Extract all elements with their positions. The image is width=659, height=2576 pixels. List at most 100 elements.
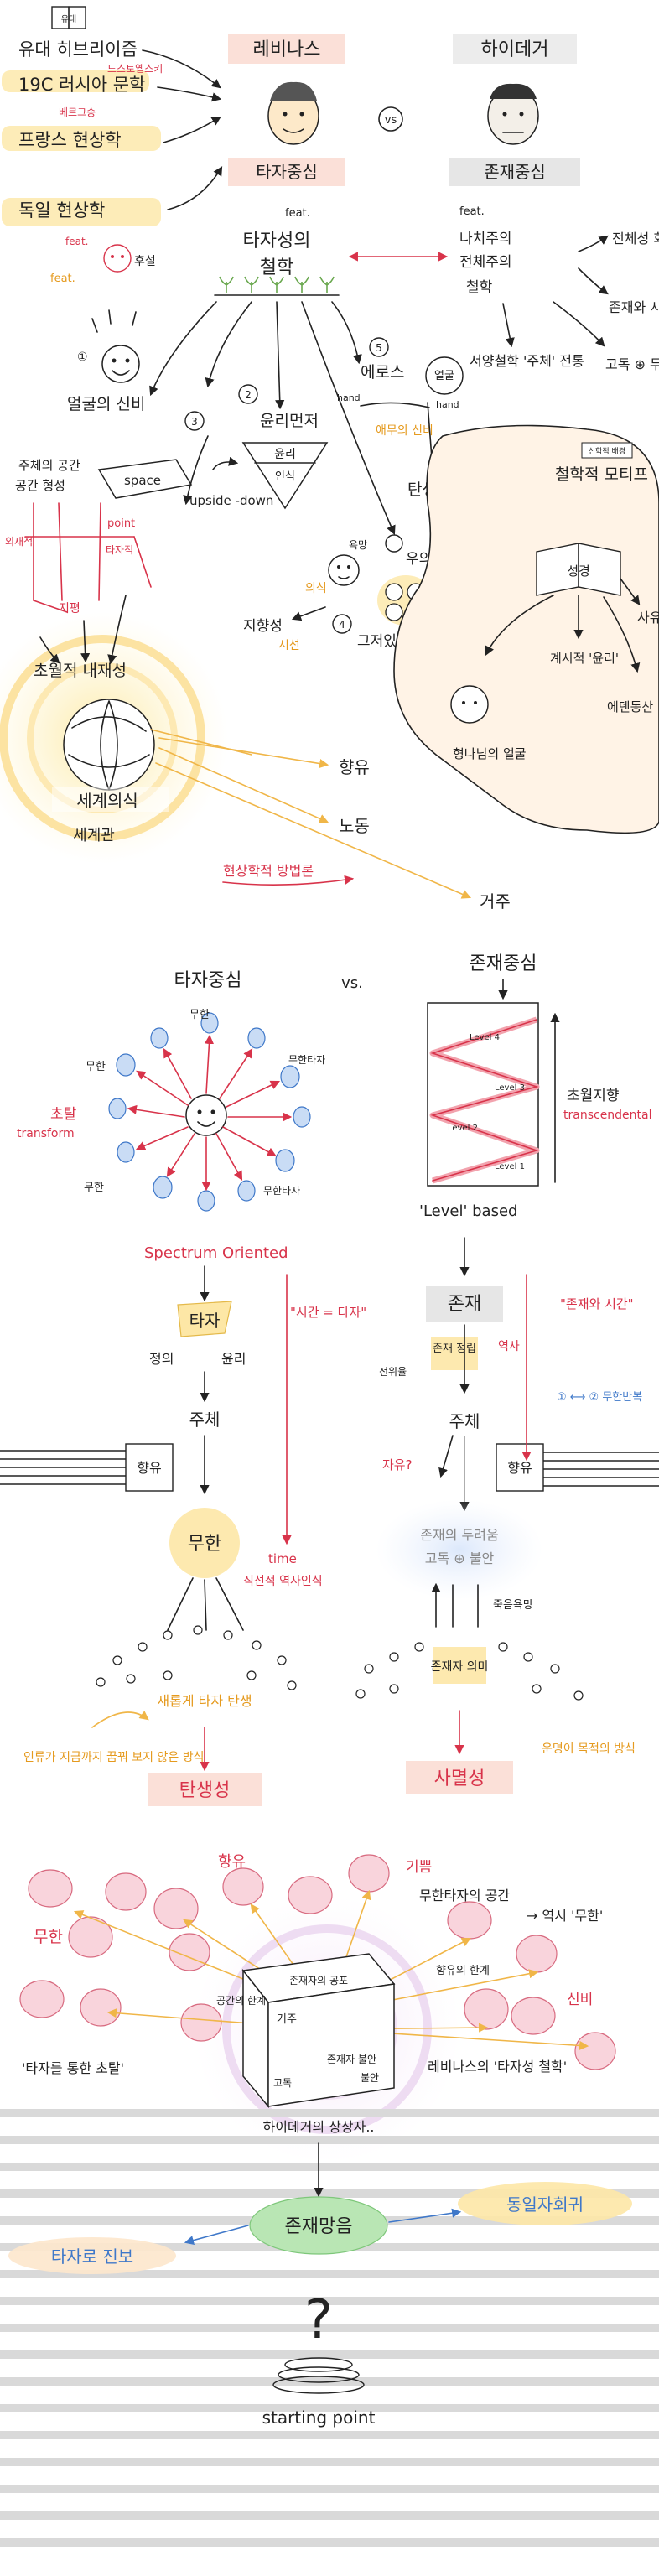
finale-box: 존재자의 공포 공간의 한계 거주 존재자 불안 고독 불안 (216, 1953, 396, 2109)
death-label: 사멸성 (434, 1768, 485, 1789)
other-box-label: 타자 (189, 1311, 221, 1331)
pyramid-ethics: 윤리 (274, 448, 296, 461)
consciousness-label: 의식 (305, 582, 327, 595)
consciousness-number: 4 (339, 619, 345, 631)
spectrum-label: Spectrum Oriented (144, 1244, 288, 1262)
levinas-name: 레비나스 (253, 39, 321, 60)
space-subtitle: 공간 형성 (15, 478, 65, 493)
finale-enjoy-limit: 향유의 한계 (436, 1965, 490, 1977)
birth-phrase: 새롭게 타자 탄생 (157, 1693, 252, 1709)
ending-center: 존재망음 (285, 2216, 353, 2237)
transform-label: transform (17, 1127, 75, 1140)
eros-group: 5 에로스 얼굴 hand hand 애무의 신비 (337, 337, 464, 438)
level-tower: Level 1 Level 2 Level 3 Level 4 초월지향 tra… (419, 1002, 652, 1220)
time-label: time (268, 1551, 297, 1566)
infinity-glow (169, 1508, 240, 1578)
space-point: point (107, 517, 135, 530)
enjoy-right: 향유 (507, 1460, 532, 1476)
box-dwell: 거주 (277, 2013, 297, 2026)
s2-title-right: 존재중심 (470, 953, 537, 974)
starting-point: starting point (262, 2407, 376, 2428)
motif-eden: 에덴동산 (607, 699, 653, 714)
number-one: ① (77, 351, 88, 364)
space-number: 3 (191, 416, 198, 428)
subject-left: 주체 (189, 1410, 221, 1430)
being-side-left: 전위율 (379, 1366, 407, 1378)
motif-tag: 신학적 배경 (589, 446, 625, 456)
caption-right: 레비나스의 '타자성 철학' (428, 2059, 567, 2075)
note-left: 인류가 지금까지 꿈꿔 보지 않은 방식 (23, 1751, 204, 1764)
motif-thought: 사유 (637, 610, 659, 626)
pyramid-cognition: 인식 (275, 470, 295, 483)
s2-title-left: 타자중심 (174, 970, 242, 991)
arrow-source-2 (157, 86, 222, 102)
ethics-title: 윤리먼저 (260, 412, 319, 430)
being-history: 역사 (498, 1340, 520, 1353)
philosophy-title-2: 철학 (260, 257, 293, 278)
being-cloud (376, 1499, 543, 1600)
space-box: space (124, 473, 161, 488)
arrow-source-1 (142, 49, 221, 89)
being-box (426, 1286, 503, 1322)
ring-infinity-top: 무한 (189, 1009, 210, 1021)
husserl-doodle (103, 244, 132, 273)
space-other: 타자적 (106, 544, 133, 556)
eros-hand-left: hand (337, 392, 361, 403)
ending-left: 타자로 진보 (51, 2246, 133, 2267)
gaze: 시선 (278, 639, 300, 652)
level-based: 'Level' based (419, 1202, 517, 1220)
world-group: 초월적 내재성 세계의식 세계관 (0, 595, 228, 864)
finale-space: 무한타자의 공간 (419, 1888, 510, 1903)
ending-center-blob (249, 2196, 388, 2255)
space-external: 외재적 (5, 536, 33, 548)
level-2: Level 2 (448, 1124, 478, 1133)
output-enjoy: 향유 (339, 757, 370, 777)
other-justice: 정의 (149, 1351, 174, 1367)
heidegger-name: 하이데거 (481, 39, 549, 60)
arrow-source-4 (167, 166, 223, 210)
box-solitude: 고독 (273, 2077, 292, 2089)
time-note: 직선적 역사인식 (243, 1575, 323, 1588)
source-french-phenomenology: 프랑스 현상학 (18, 130, 122, 150)
world-title: 초월적 내재성 (34, 662, 127, 680)
vs-badge: vs (378, 106, 403, 132)
ring-infinity-bottom: 무한 (84, 1182, 104, 1194)
heidegger-name-highlight (453, 34, 577, 64)
eros-number: 5 (376, 342, 382, 354)
intentionality: 지향성 (243, 618, 283, 635)
heidegger-totalitarianism: 전체주의 (459, 254, 512, 271)
heidegger-portrait: 하이데거 존재중심 (449, 34, 580, 186)
level-side-en: transcendental (563, 1109, 652, 1122)
finale-also-infinity: → 역시 '무한' (527, 1908, 603, 1924)
box-space-limit: 공간의 한계 (216, 1995, 266, 2007)
level-4: Level 4 (470, 1033, 500, 1042)
philosophy-title-1: 타자성의 (243, 231, 311, 252)
levinas-label: 타자중심 (256, 162, 318, 182)
s2-vs: vs. (341, 974, 363, 992)
highlight (2, 126, 161, 151)
branch-being-time: 존재와 시간 (609, 299, 659, 315)
book-icon: 유대 (51, 6, 86, 29)
other-box (177, 1301, 232, 1337)
enjoy-left: 향유 (137, 1460, 161, 1476)
highlight (2, 70, 149, 92)
box-anxiety: 존재자 불안 (327, 2054, 376, 2065)
heidegger-nazism: 나치주의 (459, 231, 512, 247)
branch-totality-avoid: 전체성 회피 (612, 231, 659, 247)
box-fear: 존재자의 공포 (289, 1975, 348, 1987)
note-dostoevsky: 도스토옙스키 (107, 63, 163, 75)
levinas-label-highlight (228, 158, 345, 186)
being-self: 존재자 의미 (431, 1660, 489, 1674)
worldview: 세계관 (73, 827, 115, 844)
freedom-label: 자유? (382, 1457, 413, 1472)
note-right: 운명이 목적의 방식 (542, 1742, 636, 1756)
world-consciousness: 세계의식 (76, 791, 138, 811)
feat-tag: feat. (50, 273, 75, 285)
spiral-icon (272, 2357, 365, 2394)
eros-mystery: 애무의 신비 (376, 424, 433, 438)
motif-face-of-god: 형나님의 얼굴 (453, 746, 527, 761)
transcend-label: 초탈 (50, 1106, 77, 1123)
levinas-name-highlight (228, 34, 345, 64)
branch-western-subject: 서양철학 '주체' 전통 (470, 353, 584, 369)
